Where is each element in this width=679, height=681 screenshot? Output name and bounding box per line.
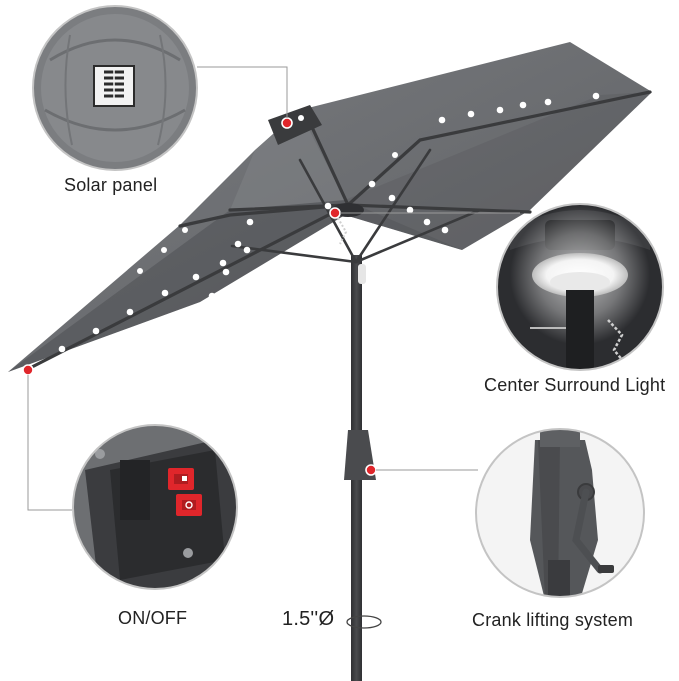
on-off-label: ON/OFF bbox=[118, 608, 188, 628]
solar-panel-label: Solar panel bbox=[64, 175, 158, 195]
led-light-icon bbox=[58, 92, 600, 353]
crank-label: Crank lifting system bbox=[472, 610, 634, 630]
power-switch-icon bbox=[168, 468, 202, 516]
diameter-marker bbox=[346, 615, 382, 629]
solar-cap bbox=[268, 105, 322, 145]
center-light-label: Center Surround Light bbox=[484, 375, 666, 395]
on-off-callout bbox=[72, 424, 238, 590]
diameter-label: 1.5''Ø bbox=[282, 608, 335, 630]
center-light-callout bbox=[496, 203, 664, 371]
solar-panel-icon bbox=[93, 65, 135, 107]
crank-callout bbox=[475, 428, 645, 598]
solar-panel-callout bbox=[32, 5, 198, 171]
umbrella bbox=[8, 42, 652, 681]
feature-markers bbox=[22, 117, 377, 476]
callout-lines bbox=[27, 66, 520, 511]
crank-handle-icon bbox=[572, 483, 614, 574]
canopy-underside bbox=[8, 200, 462, 372]
